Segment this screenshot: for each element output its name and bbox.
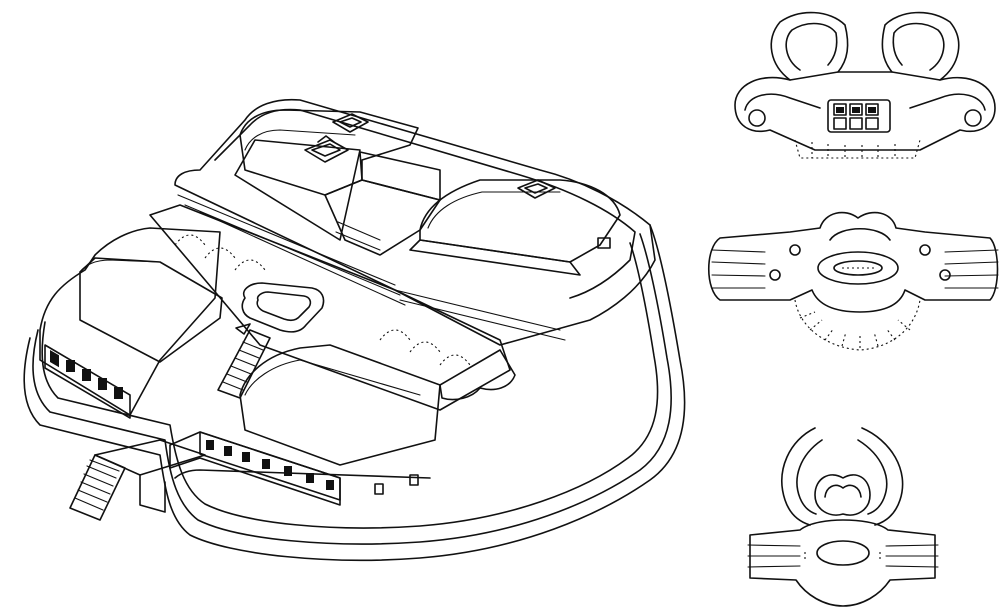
motif-upper-fringe	[794, 139, 921, 159]
motif-middle-eye-right-bottom	[939, 269, 951, 281]
front-stair	[69, 454, 126, 521]
upper-right-corner-box	[597, 237, 611, 249]
motif-lower-legs-right	[885, 544, 939, 568]
upper-right-shrine-square	[517, 179, 556, 199]
motif-lower-head	[814, 474, 871, 516]
left-top-face	[79, 259, 161, 273]
rear-pyramid-tier-3	[234, 139, 361, 241]
sunken-court-outer	[241, 282, 325, 333]
plaza-arc-2	[204, 247, 236, 259]
motif-lower-claw-left	[781, 427, 816, 526]
motif-upper	[734, 11, 996, 159]
front-right-lobed-ledge	[439, 349, 516, 401]
plaza-arc-3	[234, 259, 266, 271]
base-terrace-outer	[23, 224, 686, 561]
rear-terrace-line-1	[177, 194, 406, 306]
central-corridor	[359, 151, 441, 201]
plaza-arc-6	[439, 354, 471, 366]
motif-upper-body	[734, 71, 996, 151]
motif-middle-mouth-inner	[833, 260, 883, 276]
motif-upper-frame-left-inner	[785, 22, 838, 71]
central-stair	[217, 323, 271, 399]
motif-middle-brow	[829, 228, 891, 241]
upper-left-temple-top	[244, 129, 356, 151]
motif-lower-marks	[804, 552, 881, 560]
front-ramp-side	[139, 474, 166, 513]
front-right-top	[244, 359, 421, 396]
motif-lower-mouth	[816, 540, 870, 566]
left-window-row	[44, 344, 131, 419]
motif-middle-eye-left-bottom	[769, 269, 781, 281]
motif-lower-head-inner	[824, 484, 862, 498]
upper-left-shrine-arch	[304, 135, 349, 163]
front-ramp	[94, 439, 206, 476]
terraced-platform-complex	[23, 98, 686, 561]
upper-right-temple-top	[427, 191, 561, 229]
sunken-court-inner	[256, 291, 312, 322]
motif-middle-fingers-right	[944, 249, 999, 289]
motif-upper-frame-left	[770, 11, 849, 81]
motif-middle-eye-left-top	[789, 244, 801, 256]
motif-upper-eye-right	[964, 109, 982, 127]
motif-upper-frame-right-inner	[892, 22, 945, 71]
upper-left-shrine-square	[332, 113, 369, 133]
front-right-base	[169, 431, 341, 506]
central-corridor-lower	[324, 179, 441, 256]
central-plaza	[149, 204, 511, 411]
motif-middle	[708, 211, 999, 351]
plaza-arc-5	[409, 341, 441, 353]
motif-middle-fingers-left	[711, 249, 766, 289]
motif-middle-eye-right-top	[919, 244, 931, 256]
base-terrace-3	[41, 242, 659, 529]
upper-right-temple-base	[409, 239, 581, 276]
motif-lower-legs-left	[747, 544, 801, 568]
plaza-arc-1	[174, 234, 206, 246]
front-right-window-row	[199, 431, 419, 501]
motif-upper-eye-left	[748, 109, 766, 127]
left-lower-block	[39, 227, 221, 416]
motif-lower-claw-right-inner	[857, 439, 888, 515]
motif-lower-claw-left-inner	[796, 439, 823, 515]
rear-pyramid-tier-2	[214, 108, 636, 299]
motif-upper-arm-left	[744, 93, 821, 111]
rear-terrace-line-2	[394, 289, 566, 341]
motif-upper-frame-right	[881, 11, 960, 81]
rear-pyramid-tier-1	[174, 98, 656, 346]
motif-lower-body	[749, 519, 936, 607]
central-corridor-steps	[335, 221, 381, 251]
plaza-arc-4	[379, 329, 411, 341]
motif-middle-fringe	[794, 299, 921, 351]
base-terrace-2	[32, 233, 672, 545]
motif-lower	[747, 427, 939, 607]
front-right-block	[239, 344, 441, 466]
upper-right-temple	[419, 179, 621, 263]
left-upper-block	[79, 257, 223, 363]
motif-upper-arm-right	[909, 93, 986, 111]
base-terrace-4	[174, 469, 431, 479]
motif-lower-claw-right	[861, 427, 904, 526]
upper-left-temple	[239, 109, 419, 196]
motif-middle-mouth-outer	[817, 251, 899, 285]
motif-middle-body	[708, 211, 999, 313]
motif-upper-teeth	[827, 99, 891, 133]
